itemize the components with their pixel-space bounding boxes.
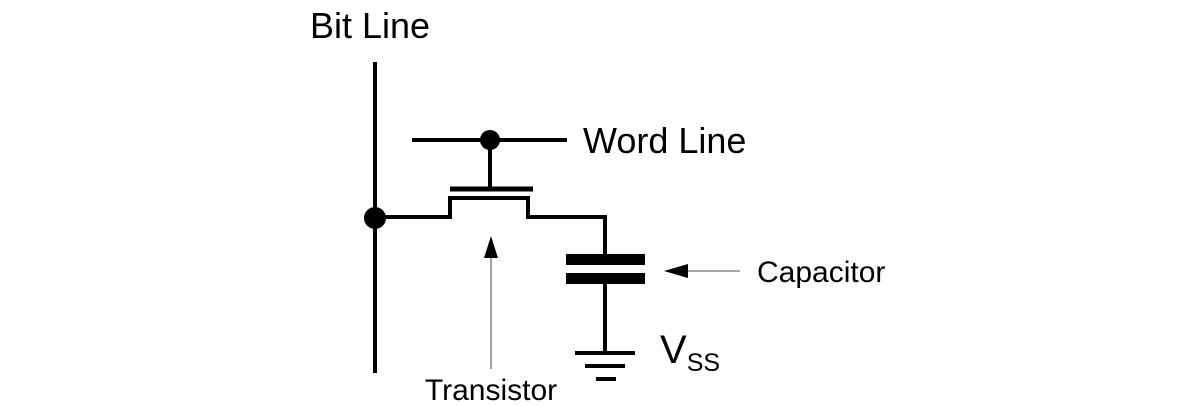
transistor-annotation-arrow (484, 236, 498, 369)
bit-line-connection-dot (364, 207, 386, 229)
vss-label-subscript: SS (687, 349, 720, 377)
capacitor-annotation-arrow (664, 264, 740, 278)
vss-label-main: V (660, 328, 687, 372)
capacitor-arrowhead-icon (664, 264, 688, 278)
ground-symbol (575, 351, 635, 381)
word-line-label: Word Line (583, 120, 746, 161)
transistor-channel-wire (375, 196, 607, 254)
bit-line-label: Bit Line (310, 5, 430, 46)
transistor-arrowhead-icon (484, 236, 498, 258)
transistor-label: Transistor (425, 374, 557, 406)
capacitor-label: Capacitor (757, 256, 885, 289)
vss-label: VSS (660, 328, 720, 377)
